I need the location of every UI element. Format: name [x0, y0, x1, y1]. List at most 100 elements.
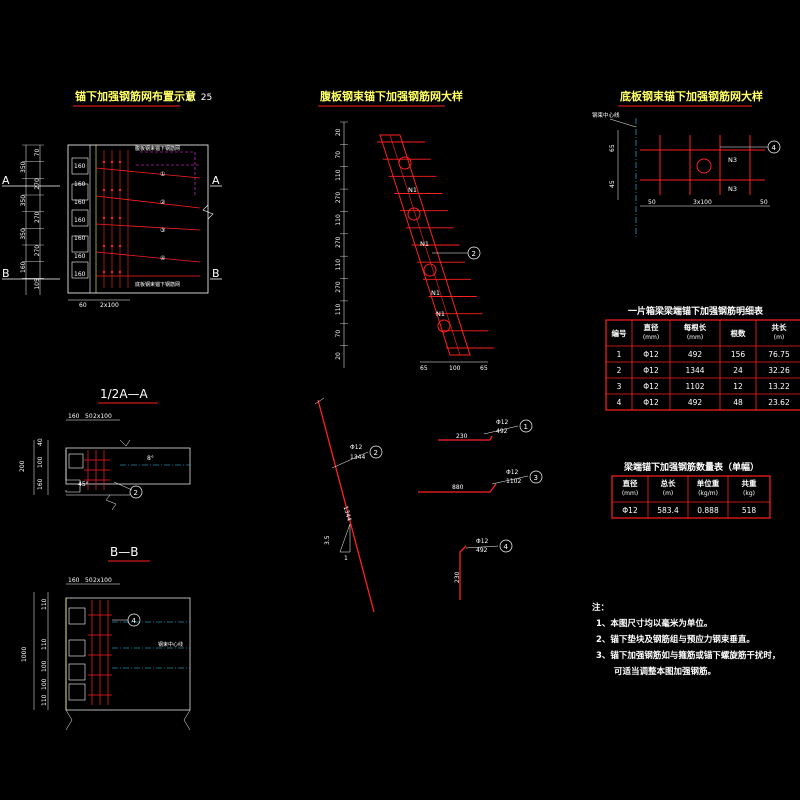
- section-a-dim-top-3: 2x100: [93, 413, 112, 420]
- table2-header: (kg): [743, 490, 755, 497]
- plan-section-mark-b-right: B: [212, 267, 220, 280]
- bar2-id: 2: [374, 449, 378, 457]
- bar2-dia: Φ12: [350, 444, 363, 451]
- section-b-dim-top-1: 160: [68, 577, 80, 584]
- plan-bottom-dim-2: 2x100: [100, 302, 119, 309]
- section-a-dim-top-2: 50: [85, 413, 93, 420]
- table1-cell: 492: [688, 398, 703, 407]
- web-left-dim: 110: [335, 214, 342, 226]
- bar4-dia: Φ12: [476, 538, 489, 545]
- table1-cell: 32.26: [768, 366, 790, 375]
- plan-left-dim: 350: [20, 228, 27, 240]
- section-b-view: 钢束中心线 4 160 50 2x100 110 1000 110 100 10…: [21, 577, 191, 731]
- section-a-view: 45° 8° 2 160 50 2x100 40 200 100 160: [19, 413, 191, 511]
- title-bottom: 底板钢束锚下加强钢筋网大样: [620, 89, 763, 103]
- plan-anchor-dim: 160: [74, 271, 86, 278]
- bar2-dim: 1344: [342, 505, 353, 522]
- table2-header: (m): [663, 490, 674, 497]
- web-bottom-dim-2: 100: [449, 365, 461, 372]
- title-plan: 锚下加强钢筋网布置示意: [75, 89, 196, 103]
- bar2-ratio: 3.5: [324, 535, 331, 545]
- rebar-quantity-table: 梁端锚下加强钢筋数量表（单幅） 直径(mm)总长(m)单位重(kg/m)共重(k…: [611, 461, 771, 519]
- web-left-dim: 110: [335, 259, 342, 271]
- table1-cell: Φ12: [643, 350, 659, 359]
- section-b-dim-left-5: 100: [41, 678, 48, 690]
- bottom-callout: 4: [772, 144, 777, 152]
- table1-header: (mm): [643, 334, 659, 341]
- bar2-len: 1344: [350, 454, 365, 461]
- table1-cell: 1102: [685, 382, 704, 391]
- title-web: 腹板钢束锚下加强钢筋网大样: [320, 89, 463, 103]
- table1-cell: Φ12: [643, 398, 659, 407]
- section-b-dim-left-1: 110: [41, 598, 48, 610]
- section-b-label-center: 钢束中心线: [158, 641, 183, 648]
- section-a-dim-left-3: 100: [37, 456, 44, 468]
- table2-header: (kg/m): [698, 490, 718, 497]
- web-bottom-dim-1: 65: [420, 365, 428, 372]
- section-b-callout: 4: [132, 617, 137, 625]
- plan-bar-tag-4: ④: [160, 255, 165, 262]
- note-4: 可适当调整本图加强钢筋。: [614, 666, 716, 677]
- plan-left-dim: 350: [20, 195, 27, 207]
- title-plan-scale: 1：25: [186, 93, 212, 103]
- web-left-dim: 20: [335, 128, 342, 136]
- plan-anchor-dim: 160: [74, 199, 86, 206]
- web-bar-label-4: N1: [436, 310, 445, 318]
- plan-left-dim: 350: [20, 161, 27, 173]
- plan-bar-tag-3: ③: [160, 227, 165, 234]
- bottom-bottom-dim-1: 50: [648, 199, 656, 206]
- section-b-dim-top-3: 2x100: [93, 577, 112, 584]
- table1-header: 编号: [612, 328, 627, 338]
- notes: 注： 1、本图尺寸均以毫米为单位。 2、锚下垫块及钢筋组与预应力钢束垂直。 3、…: [592, 602, 780, 677]
- bar2-ratio2: 1: [344, 555, 348, 562]
- web-left-dim: 270: [335, 281, 342, 293]
- table1-cell: 24: [733, 366, 743, 375]
- section-a-dim-left-4: 160: [37, 478, 44, 490]
- bar3-id: 3: [534, 474, 538, 482]
- web-left-dim: 270: [335, 192, 342, 204]
- table2-title: 梁端锚下加强钢筋数量表（单幅）: [623, 461, 759, 473]
- plan-left-dim: 105: [34, 278, 41, 290]
- bottom-bar-label-1: N3: [728, 156, 737, 164]
- bar3-dia: Φ12: [506, 469, 519, 476]
- web-left-dim: 270: [335, 236, 342, 248]
- bottom-plate-detail: 钢束中心线 65 45 N3 N3 4 50 3x100 50: [592, 111, 781, 238]
- plan-left-dim: 270: [34, 211, 41, 223]
- table2-header: 单位重: [697, 478, 720, 488]
- section-a-dim-top-1: 160: [68, 413, 80, 420]
- table1-cell: 1344: [685, 366, 704, 375]
- plan-section-mark-b-left: B: [2, 267, 10, 280]
- table1-cell: 23.62: [768, 398, 790, 407]
- note-3: 3、锚下加强钢筋如与箍筋或锚下螺旋筋干扰时，: [596, 650, 780, 661]
- table2-header: 直径: [623, 478, 638, 488]
- web-left-dim: 70: [335, 151, 342, 159]
- table1-cell: 2: [617, 366, 622, 375]
- table1-header: (m): [774, 334, 785, 341]
- bottom-label-center: 钢束中心线: [592, 111, 620, 119]
- plan-label-bottom: 底板钢束锚下钢筋网: [135, 281, 180, 288]
- table1-header: (mm): [687, 334, 703, 341]
- section-a-dim-left-2: 200: [19, 460, 26, 472]
- plan-left-dim: 270: [34, 178, 41, 190]
- notes-heading: 注：: [592, 602, 609, 613]
- section-b-dim-top-2: 50: [85, 577, 93, 584]
- plan-anchor-dim: 160: [74, 253, 86, 260]
- bar3-len: 1102: [506, 478, 521, 485]
- table1-cell: 4: [617, 398, 622, 407]
- web-bar-label-1: N1: [408, 186, 417, 194]
- table2-header: 共重: [742, 478, 757, 488]
- plan-left-dim: 70: [34, 149, 41, 157]
- table2-cell: Φ12: [622, 506, 638, 515]
- web-bottom-dim-3: 65: [480, 365, 488, 372]
- plan-view: 腹板钢束锚下钢筋网 底板钢束锚下钢筋网 ① ② ③ ④ A A B B 7035…: [2, 144, 222, 309]
- bottom-left-dim-1: 65: [609, 144, 616, 152]
- bottom-left-dim-2: 45: [609, 180, 616, 188]
- plan-bar-tag-1: ①: [160, 171, 165, 178]
- web-callout: 2: [472, 250, 476, 258]
- bar1-len: 492: [496, 428, 508, 435]
- table1-cell: 1: [617, 350, 622, 359]
- table1-cell: Φ12: [643, 382, 659, 391]
